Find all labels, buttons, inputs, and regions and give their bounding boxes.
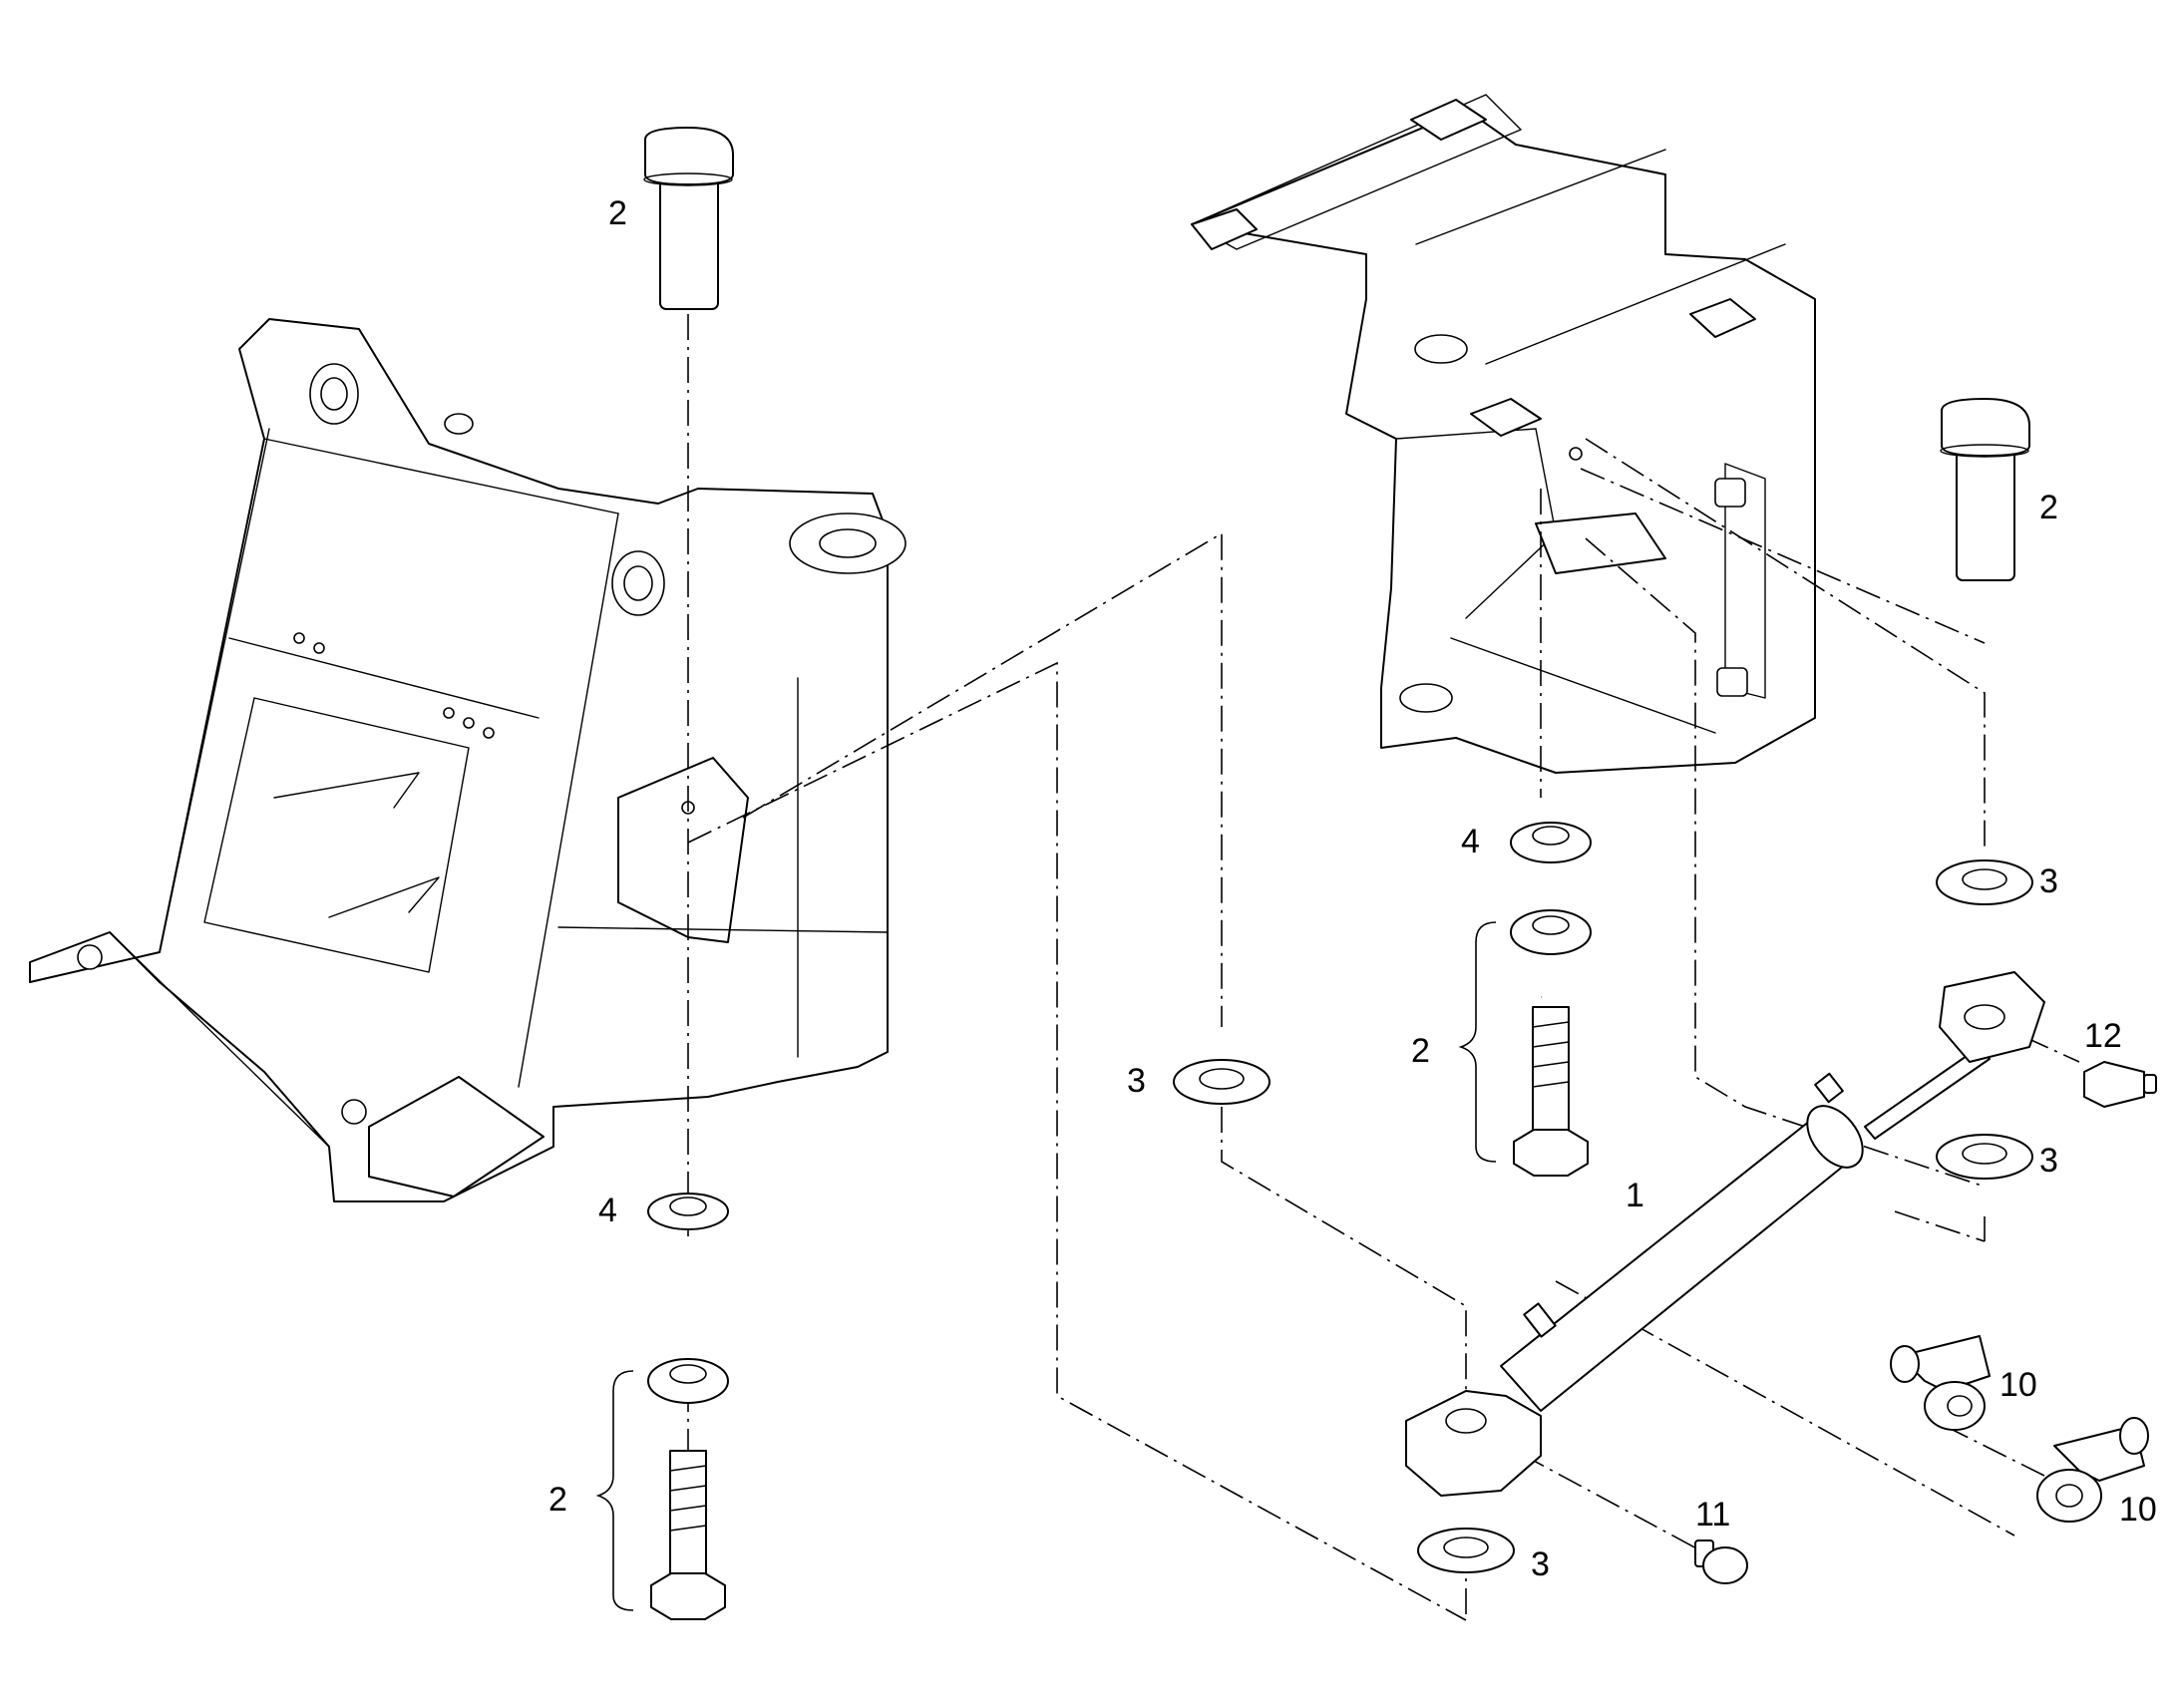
bolt-left [650, 1450, 726, 1620]
spacer-right-upper [1510, 822, 1592, 863]
callout-pin-right: 2 [2039, 489, 2058, 526]
callout-tee-fitting-10-lower: 10 [2119, 1491, 2157, 1529]
spacer-left-lower [647, 1358, 729, 1404]
callout-washer-head-3: 3 [1531, 1545, 1550, 1583]
washer-rod-top [1936, 859, 2033, 905]
spacer-right-lower [1510, 909, 1592, 955]
callout-washer-right-4: 4 [1461, 823, 1480, 860]
callout-washer-rod-bottom-3: 3 [2039, 1142, 2058, 1180]
rear-frame [1191, 94, 1816, 774]
callout-washer-mid-3: 3 [1127, 1062, 1146, 1100]
callout-pin-top-left: 2 [608, 194, 627, 232]
pivot-pin-right [1940, 398, 2030, 581]
callout-washer-left-4: 4 [598, 1192, 617, 1229]
spacer-left-upper [647, 1193, 729, 1230]
callout-plug-11: 11 [1695, 1496, 1730, 1534]
brace-right [1458, 921, 1497, 1163]
washer-rod-bottom [1936, 1134, 2033, 1180]
callout-tee-fitting-10-upper: 10 [1999, 1366, 2037, 1404]
steering-cylinder [1405, 971, 2045, 1497]
bolt-right [1513, 1006, 1589, 1177]
callout-grease-nipple-12: 12 [2084, 1017, 2122, 1055]
washer-head [1417, 1528, 1515, 1573]
tee-fitting-lower [2036, 1417, 2149, 1523]
assembly-leader-lines [687, 314, 2080, 1621]
brace-left [595, 1370, 634, 1611]
washer-mid [1173, 1059, 1271, 1105]
callout-bolt-set-left: 2 [548, 1481, 567, 1519]
callout-cylinder-1: 1 [1626, 1177, 1644, 1214]
callout-bolt-set-right: 2 [1411, 1032, 1430, 1070]
front-frame [29, 318, 907, 1202]
callout-washer-rod-top-3: 3 [2039, 862, 2058, 900]
grease-nipple [2083, 1061, 2157, 1108]
pivot-pin-top-left [643, 127, 734, 310]
tee-fitting-upper [1890, 1335, 1991, 1431]
plug [1694, 1539, 1748, 1584]
